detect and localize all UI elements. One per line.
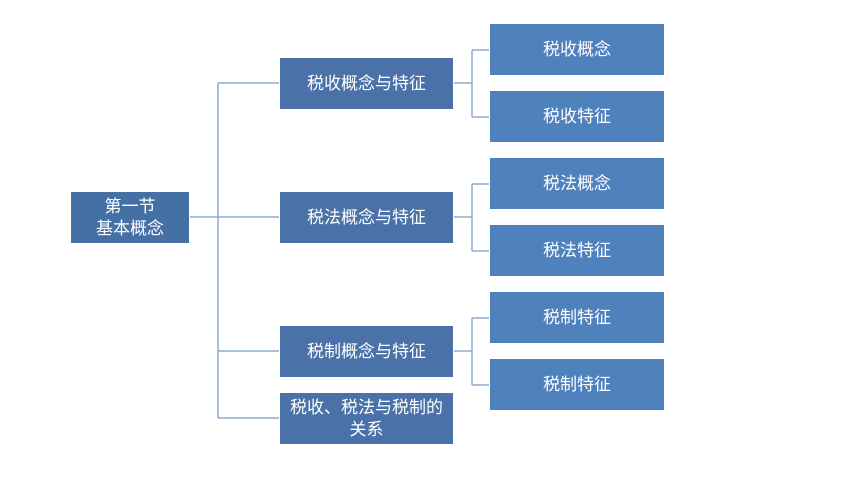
leaf-node-label: 税收特征 (543, 106, 611, 127)
root-title-line1: 第一节 (104, 196, 156, 217)
leaf-node-label: 税收概念 (543, 39, 611, 60)
root-title-line2: 基本概念 (96, 218, 164, 239)
leaf-node-tax-concept: 税收概念 (489, 23, 665, 76)
leaf-node-label: 税法特征 (543, 240, 611, 261)
branch-node-tax-system-concept: 税制概念与特征 (279, 325, 454, 378)
leaf-node-tax-law-features: 税法特征 (489, 224, 665, 277)
leaf-node-tax-law-concept: 税法概念 (489, 157, 665, 210)
branch-node-tax-concept: 税收概念与特征 (279, 57, 454, 110)
branch-node-relationship: 税收、税法与税制的 关系 (279, 392, 454, 445)
branch-node-label-line1: 税收、税法与税制的 (290, 397, 443, 418)
root-node: 第一节 基本概念 (70, 191, 190, 244)
branch-node-label: 税法概念与特征 (307, 207, 426, 228)
leaf-node-label: 税法概念 (543, 173, 611, 194)
branch-node-tax-law-concept: 税法概念与特征 (279, 191, 454, 244)
leaf-node-label: 税制特征 (543, 374, 611, 395)
leaf-node-tax-system-features-1: 税制特征 (489, 291, 665, 344)
leaf-node-tax-system-features-2: 税制特征 (489, 358, 665, 411)
branch-node-label: 税制概念与特征 (307, 341, 426, 362)
leaf-node-label: 税制特征 (543, 307, 611, 328)
leaf-node-tax-features: 税收特征 (489, 90, 665, 143)
branch-node-label-line2: 关系 (349, 419, 384, 440)
branch-node-label: 税收概念与特征 (307, 73, 426, 94)
